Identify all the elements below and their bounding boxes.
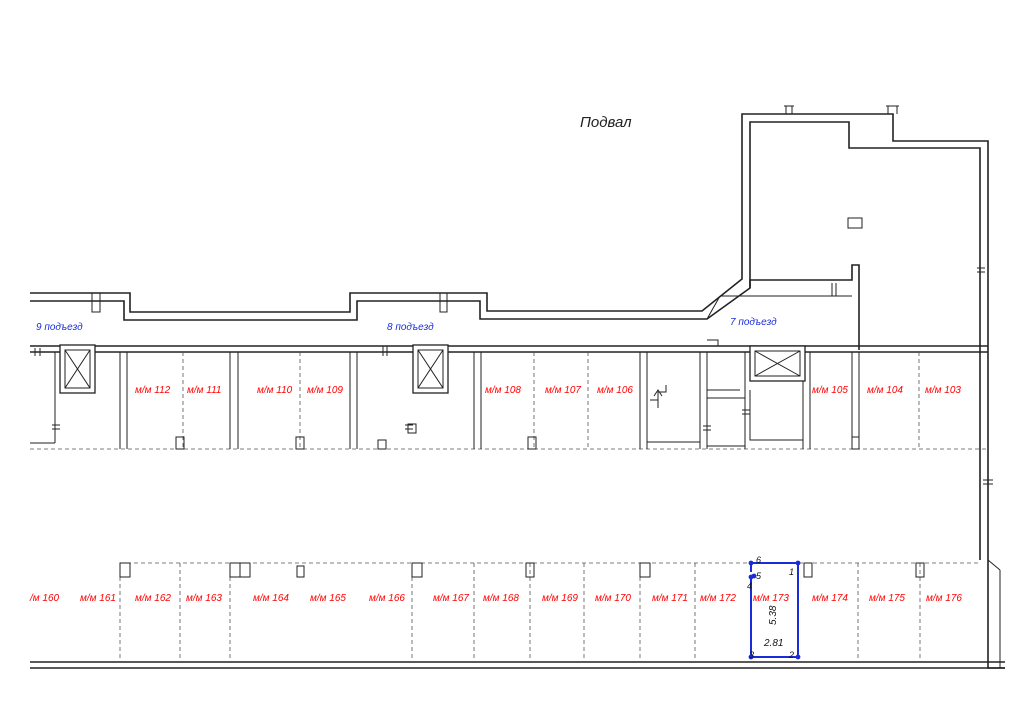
elevator-8 xyxy=(412,344,449,394)
space-label: м/м 167 xyxy=(433,593,469,604)
outer-walls xyxy=(30,105,1005,669)
space-label: м/м 109 xyxy=(307,385,343,396)
space-label: м/м 165 xyxy=(310,593,346,604)
space-label: м/м 163 xyxy=(186,593,222,604)
top-space-labels: м/м 112 м/м 111 м/м 110 м/м 109 м/м 108 м/м 1… xyxy=(135,385,961,396)
point-3: 3 xyxy=(749,650,754,660)
point-5: 5 xyxy=(756,571,762,581)
width-dimension: 2.81 xyxy=(763,638,783,649)
highlighted-space[interactable]: 6 1 5 4 3 2 5.38 2.81 xyxy=(747,555,801,660)
space-label: м/м 175 xyxy=(869,593,905,604)
entrance-label: 9 подъезд xyxy=(36,322,83,333)
space-label: м/м 111 xyxy=(187,385,221,396)
space-label: м/м 168 xyxy=(483,593,519,604)
space-label: м/м 170 xyxy=(595,593,631,604)
entrance-label: 7 подъезд xyxy=(730,317,777,328)
space-label: м/м 108 xyxy=(485,385,521,396)
entrance-label: 8 подъезд xyxy=(387,322,434,333)
space-label: м/м 164 xyxy=(253,593,289,604)
stair-7 xyxy=(647,339,750,447)
space-label: м/м 106 xyxy=(597,385,633,396)
space-label: м/м 112 xyxy=(135,385,171,396)
length-dimension: 5.38 xyxy=(768,605,779,625)
entrance-labels: 9 подъезд 8 подъезд 7 подъезд xyxy=(36,317,777,333)
bottom-space-labels: /м 160 м/м 161 м/м 162 м/м 163 м/м 164 м/м 16… xyxy=(29,593,962,604)
point-1: 1 xyxy=(789,567,794,577)
space-label: м/м 166 xyxy=(369,593,405,604)
elevator-9 xyxy=(59,344,96,394)
elevator-7 xyxy=(749,345,806,441)
space-label: м/м 174 xyxy=(812,593,848,604)
plan-title: Подвал xyxy=(580,114,632,131)
point-4: 4 xyxy=(747,581,752,591)
space-label: /м 160 xyxy=(29,593,60,604)
point-6: 6 xyxy=(756,555,761,565)
point-2: 2 xyxy=(788,650,794,660)
space-label: м/м 176 xyxy=(926,593,962,604)
upper-room xyxy=(706,217,985,350)
space-label: м/м 110 xyxy=(257,385,293,396)
bottom-strip xyxy=(119,479,993,662)
space-label: м/м 171 xyxy=(652,593,688,604)
space-label: м/м 107 xyxy=(545,385,581,396)
space-label: м/м 172 xyxy=(700,593,736,604)
space-label: м/м 173 xyxy=(753,593,789,604)
space-label: м/м 105 xyxy=(812,385,848,396)
space-label: м/м 162 xyxy=(135,593,171,604)
space-label: м/м 169 xyxy=(542,593,578,604)
space-label: м/м 103 xyxy=(925,385,961,396)
space-label: м/м 104 xyxy=(867,385,903,396)
space-label: м/м 161 xyxy=(80,593,116,604)
top-strip-walls xyxy=(30,345,988,450)
